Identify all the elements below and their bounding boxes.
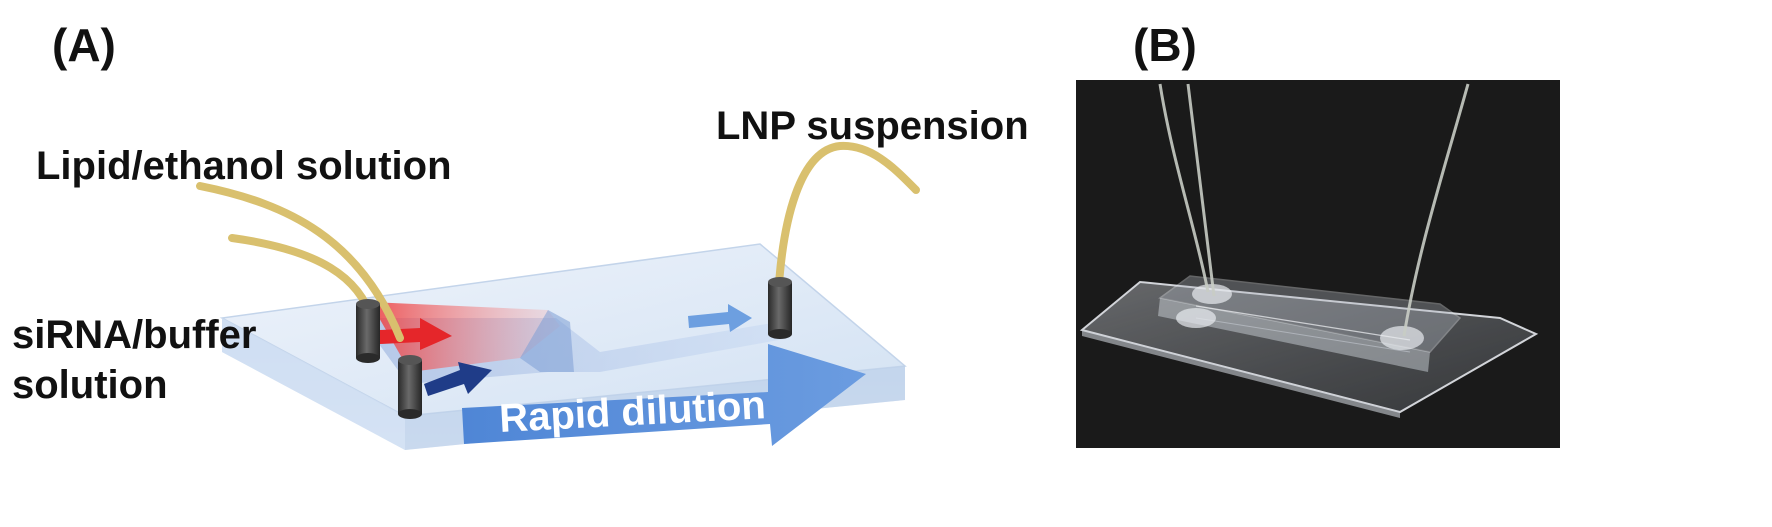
lipid-stream-zone — [370, 302, 560, 372]
chip-schematic: Rapid dilution — [196, 141, 920, 450]
lipid-inlet-port — [356, 299, 380, 363]
lnp-suspension-label: LNP suspension — [716, 104, 1029, 148]
pdms-chip-front — [1158, 298, 1430, 372]
device-photo — [1076, 80, 1560, 448]
buffer-inlet-port — [398, 355, 422, 419]
sirna-buffer-label: siRNA/buffer solution — [12, 310, 256, 410]
buffer-flow-arrow — [424, 362, 492, 396]
sirna-buffer-label-line1: siRNA/buffer — [12, 313, 257, 357]
photo-tube-2 — [1186, 83, 1216, 297]
chip-left-edge — [222, 318, 405, 450]
outlet-droplet — [1380, 326, 1424, 350]
glass-slide-edge — [1082, 330, 1400, 418]
lipid-flow-arrow — [380, 318, 452, 350]
rapid-dilution-arrow — [462, 344, 866, 446]
panel-b-label: (B) — [1133, 19, 1197, 71]
lipid-ethanol-label: Lipid/ethanol solution — [36, 144, 452, 188]
lipid-tube — [196, 182, 404, 342]
downstream-flow-arrow — [688, 304, 752, 332]
inlet-droplet-1 — [1192, 284, 1232, 304]
mixing-chamber — [520, 310, 574, 372]
photo-tube-1 — [1158, 83, 1210, 293]
sirna-buffer-label-line2: solution — [12, 363, 168, 407]
panel-a-label: (A) — [52, 19, 116, 71]
photo-tube-3 — [1402, 83, 1470, 337]
inlet-droplet-2 — [1176, 308, 1216, 328]
outlet-tube — [774, 141, 920, 304]
outlet-port — [768, 277, 792, 339]
